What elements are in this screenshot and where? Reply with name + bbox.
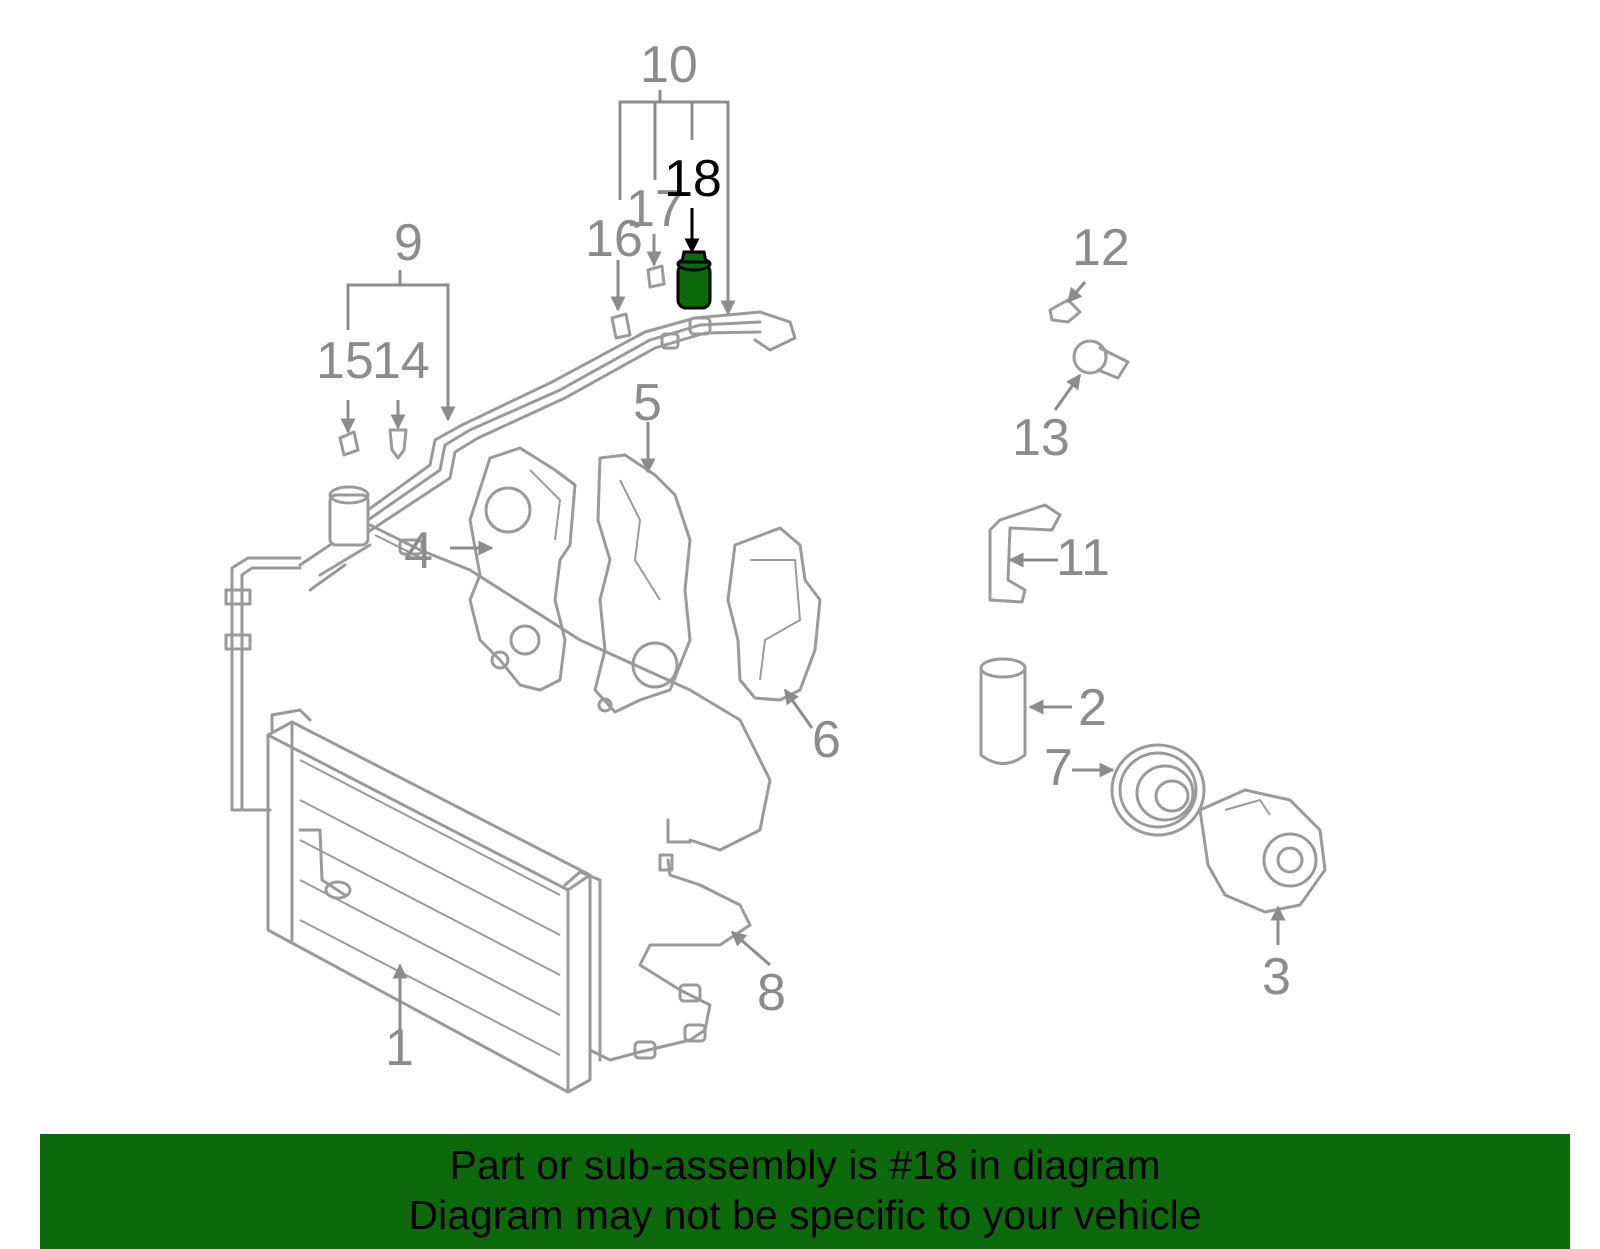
suction-hose [368, 523, 772, 852]
switch-12 [1048, 298, 1082, 324]
callout-9[interactable]: 9 [394, 214, 423, 272]
switch-part-18[interactable] [676, 250, 712, 310]
valve-core-14 [388, 428, 408, 460]
callout-12[interactable]: 12 [1072, 219, 1130, 277]
group-bracket-9 [346, 270, 456, 422]
parts-diagram: 1 2 3 4 5 6 7 8 9 10 11 12 13 14 15 16 1… [224, 36, 1327, 1094]
callout-13[interactable]: 13 [1012, 409, 1070, 467]
callout-4[interactable]: 4 [404, 522, 433, 580]
callout-5[interactable]: 5 [633, 374, 662, 432]
group-bracket-10 [618, 90, 736, 316]
callout-15[interactable]: 15 [316, 332, 374, 390]
info-banner: Part or sub-assembly is #18 in diagram D… [40, 1134, 1570, 1249]
callout-6[interactable]: 6 [812, 711, 841, 769]
callout-14[interactable]: 14 [372, 332, 430, 390]
leader-lines [340, 208, 1286, 1030]
callout-17[interactable]: 17 [626, 180, 684, 238]
callout-3[interactable]: 3 [1262, 948, 1291, 1006]
switch-13 [1072, 339, 1130, 380]
callout-8[interactable]: 8 [757, 964, 786, 1022]
banner-line-disclaimer: Diagram may not be specific to your vehi… [408, 1192, 1202, 1238]
callout-1[interactable]: 1 [385, 1019, 414, 1077]
callout-2[interactable]: 2 [1078, 679, 1107, 737]
mounting-bracket-5 [593, 453, 692, 714]
discharge-hose [588, 853, 752, 1062]
callout-11[interactable]: 11 [1056, 529, 1110, 587]
bracket-11 [988, 503, 1062, 604]
cap-17 [646, 264, 666, 289]
mounting-bracket-4 [468, 446, 577, 692]
callout-10[interactable]: 10 [640, 36, 698, 94]
liquid-line-left [224, 556, 352, 900]
fitting-16 [610, 312, 632, 340]
condenser [266, 708, 602, 1094]
callout-16[interactable]: 16 [585, 210, 643, 268]
receiver-drier-2 [979, 657, 1027, 765]
banner-line-part-info: Part or sub-assembly is #18 in diagram [449, 1142, 1161, 1188]
callout-7[interactable]: 7 [1044, 739, 1073, 797]
callout-labels: 1 2 3 4 5 6 7 8 9 10 11 12 13 14 15 16 1… [316, 36, 1291, 1077]
callout-18[interactable]: 18 [664, 150, 722, 208]
mounting-bracket-6 [726, 526, 822, 702]
manifold-block [298, 310, 797, 592]
nut-15 [338, 430, 360, 457]
clutch-pulley-7 [1110, 743, 1206, 837]
compressor-3 [1198, 788, 1327, 914]
